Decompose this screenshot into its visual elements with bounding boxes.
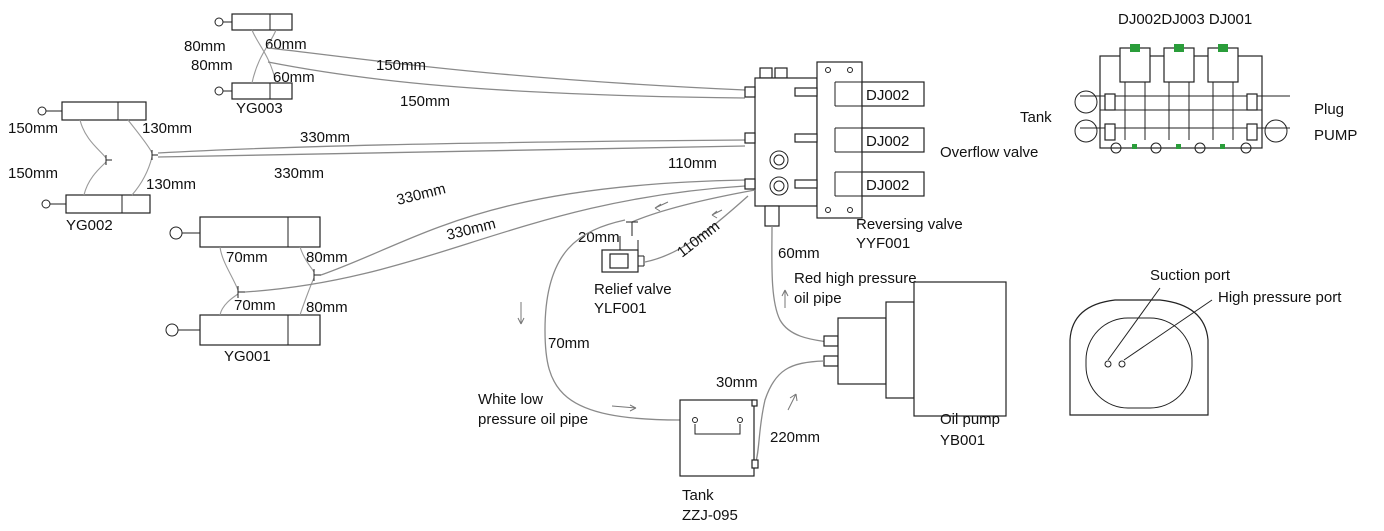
- yg002-label: YG002: [66, 217, 113, 234]
- cylinder-yg001: [165, 216, 321, 346]
- pipe-yg003-top: [267, 47, 746, 91]
- white-pipe-label-2: pressure oil pipe: [478, 411, 588, 428]
- dim-70mm-3: 70mm: [548, 335, 590, 352]
- pipe-yg001-bottom: [244, 185, 746, 293]
- tank-code: ZZJ-095: [682, 507, 738, 524]
- dim-70mm-2: 70mm: [234, 297, 276, 314]
- dim-110mm-2: 110mm: [674, 218, 723, 262]
- dim-150mm-top2: 150mm: [400, 93, 450, 110]
- manifold-overflow-label: Overflow valve: [940, 144, 1038, 161]
- dim-20mm: 20mm: [578, 229, 620, 246]
- pipe-yg001-top: [320, 179, 746, 276]
- white-pipe-label-1: White low: [478, 391, 543, 408]
- dim-110mm-1: 110mm: [668, 155, 717, 172]
- manifold-top-label: DJ002DJ003 DJ001: [1118, 11, 1252, 28]
- pipe-high-pressure: [771, 225, 829, 343]
- tank: [679, 399, 759, 477]
- reversing-valve-code: YYF001: [856, 235, 910, 252]
- pipe-low-pressure: [544, 219, 681, 421]
- dim-80mm-2: 80mm: [191, 57, 233, 74]
- dim-150mm-top: 150mm: [376, 57, 426, 74]
- manifold-block: [1074, 44, 1290, 154]
- oil-pump-label: Oil pump: [940, 411, 1000, 428]
- oil-pump-code: YB001: [940, 432, 985, 449]
- dim-330mm-1: 330mm: [300, 129, 350, 146]
- pipe-yg002-bottom: [157, 145, 746, 158]
- dim-80mm-1: 80mm: [184, 38, 226, 55]
- dj002-label-1: DJ002: [866, 87, 909, 104]
- dim-130mm-1: 130mm: [142, 120, 192, 137]
- dim-130mm-2: 130mm: [146, 176, 196, 193]
- manifold-tank-label: Tank: [1020, 109, 1052, 126]
- dim-30mm: 30mm: [716, 374, 758, 391]
- cylinder-yg003: [214, 13, 293, 100]
- yg001-label: YG001: [224, 348, 271, 365]
- dj002-label-2: DJ002: [866, 133, 909, 150]
- suction-port-label: Suction port: [1150, 267, 1231, 284]
- cylinder-yg002: [37, 101, 158, 214]
- dim-330mm-2: 330mm: [274, 165, 324, 182]
- tank-label: Tank: [682, 487, 714, 504]
- relief-valve: [601, 221, 645, 273]
- dim-220mm: 220mm: [770, 429, 820, 446]
- manifold-pump-label: PUMP: [1314, 127, 1357, 144]
- pipe-yg003-bottom: [267, 61, 746, 99]
- yg003-label: YG003: [236, 100, 283, 117]
- pump-port-view: [1069, 287, 1213, 416]
- dim-330mm-3: 330mm: [395, 180, 448, 209]
- reversing-valve: [744, 61, 925, 227]
- red-pipe-label-2: oil pipe: [794, 290, 842, 307]
- dim-330mm-4: 330mm: [445, 215, 498, 244]
- pipe-yg002-top: [157, 139, 746, 154]
- high-pressure-port-label: High pressure port: [1218, 289, 1342, 306]
- dim-70mm-1: 70mm: [226, 249, 268, 266]
- reversing-valve-label: Reversing valve: [856, 216, 963, 233]
- relief-valve-code: YLF001: [594, 300, 647, 317]
- dj002-label-3: DJ002: [866, 177, 909, 194]
- oil-pump: [823, 281, 1007, 417]
- red-pipe-label-1: Red high pressure: [794, 270, 917, 287]
- dim-80mm-4: 80mm: [306, 299, 348, 316]
- pipe-to-relief: [631, 189, 756, 223]
- dim-60mm-3: 60mm: [778, 245, 820, 262]
- dim-80mm-3: 80mm: [306, 249, 348, 266]
- dim-150mm-left1: 150mm: [8, 120, 58, 137]
- dim-60mm-2: 60mm: [273, 69, 315, 86]
- relief-valve-label: Relief valve: [594, 281, 672, 298]
- dim-150mm-left2: 150mm: [8, 165, 58, 182]
- pipe-relief-return: [644, 195, 749, 263]
- pipe-suction: [754, 360, 825, 466]
- manifold-plug-label: Plug: [1314, 101, 1344, 118]
